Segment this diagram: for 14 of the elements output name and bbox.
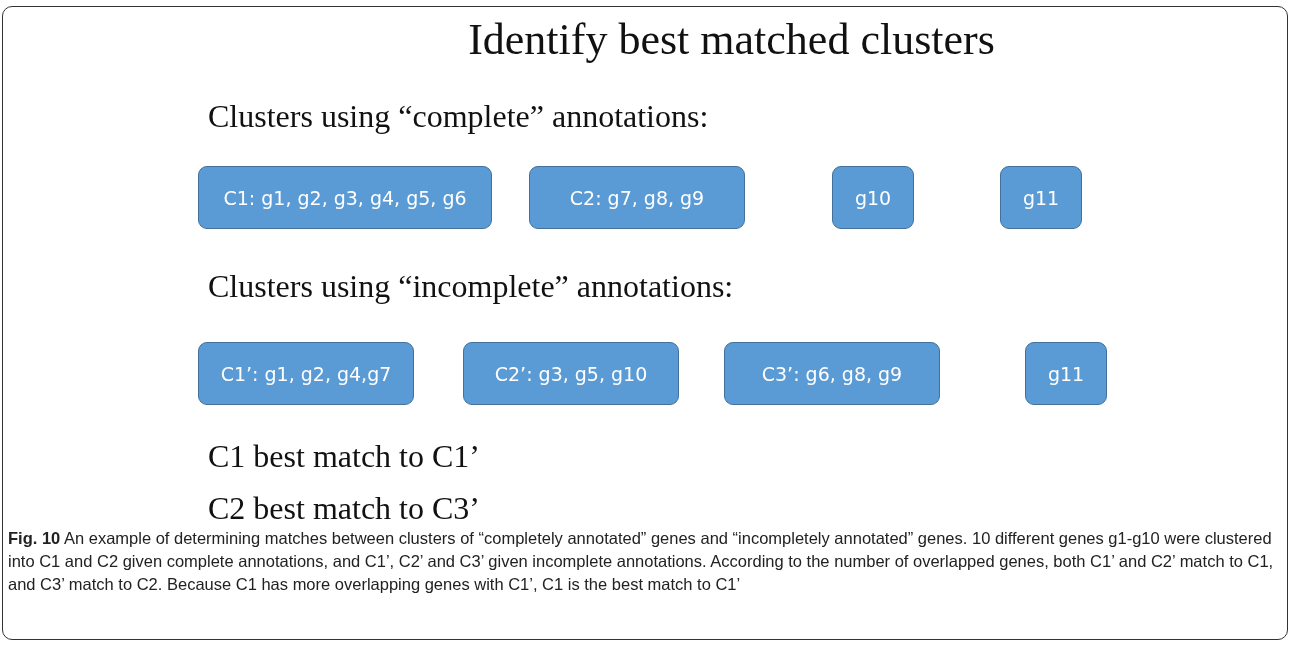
cluster-box: g11	[1025, 342, 1107, 405]
cluster-box: g10	[832, 166, 914, 229]
cluster-box: g11	[1000, 166, 1082, 229]
diagram-title: Identify best matched clusters	[467, 14, 996, 65]
cluster-box: C3’: g6, g8, g9	[724, 342, 940, 405]
cluster-box: C1: g1, g2, g3, g4, g5, g6	[198, 166, 492, 229]
section-heading: Clusters using “incomplete” annotations:	[208, 268, 734, 305]
cluster-box: C1’: g1, g2, g4,g7	[198, 342, 414, 405]
result-text: C1 best match to C1’	[208, 438, 480, 475]
cluster-box: C2: g7, g8, g9	[529, 166, 745, 229]
section-heading: Clusters using “complete” annotations:	[208, 98, 709, 135]
result-text: C2 best match to C3’	[208, 490, 480, 527]
cluster-box: C2’: g3, g5, g10	[463, 342, 679, 405]
figure-caption: Fig. 10 An example of determining matches between clusters of “completely annotated” genes and “incompletely annotated” genes. 10 different genes g1-g10 were clustered into C1 and C2 given complete annotations, and C1’, C2’ and C3’ given incomplete annotations. According to the number of overlapped genes, both C1’ and C2’ match to C1, and C3’ match to C2. Because C1 has more overlapping genes with C1’, C1 is the best match to C1’	[8, 528, 1275, 595]
